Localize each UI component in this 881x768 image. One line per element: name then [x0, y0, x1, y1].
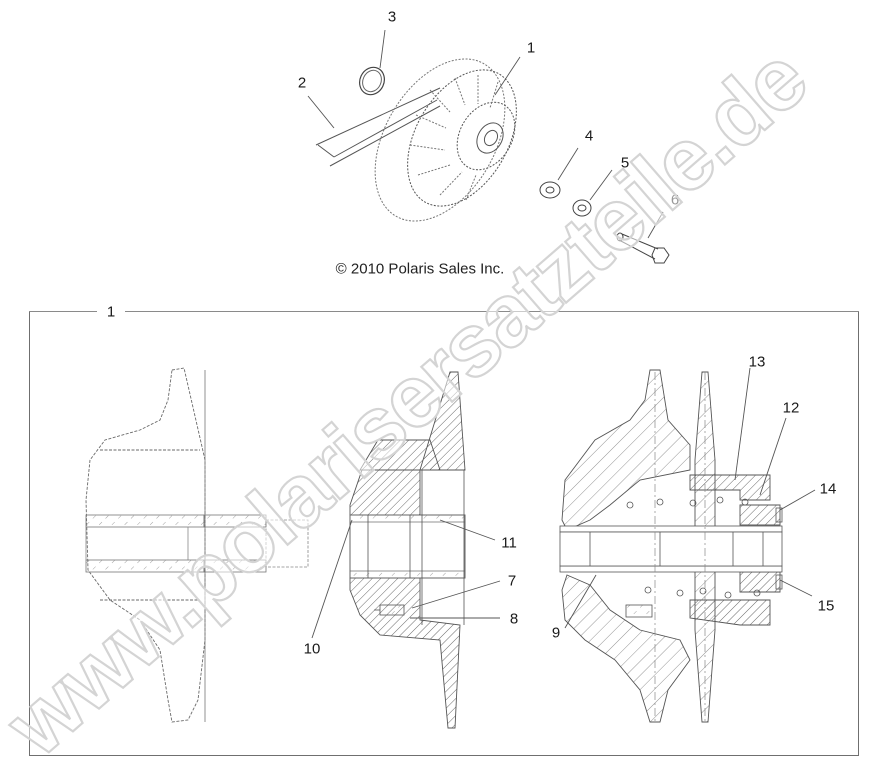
detail-leader-lines [311, 367, 816, 639]
callout-10: 10 [303, 640, 321, 658]
callout-1: 1 [526, 39, 536, 57]
callout-4: 4 [584, 127, 594, 145]
callout-12: 12 [782, 399, 800, 417]
callout-7: 7 [507, 572, 517, 590]
callout-5: 5 [620, 154, 630, 172]
section-view-right [559, 369, 783, 723]
section-view-middle [349, 371, 466, 729]
detail-frame-label: 1 [106, 303, 116, 321]
o-ring-drawing [359, 66, 385, 96]
drive-belt-drawing [315, 87, 441, 167]
callout-13: 13 [748, 353, 766, 371]
callout-11: 11 [501, 534, 517, 552]
clutch-exploded-illustration [307, 29, 670, 264]
bolt-drawing [616, 232, 670, 264]
clutch-drawing [374, 58, 517, 222]
washer-5-drawing [572, 199, 592, 217]
callout-8: 8 [509, 610, 519, 628]
callout-3: 3 [387, 8, 397, 26]
callout-2: 2 [297, 74, 307, 92]
detail-frame-top-left [29, 311, 97, 312]
exploded-leader-lines [307, 29, 664, 239]
callout-9: 9 [551, 624, 561, 642]
copyright-notice: © 2010 Polaris Sales Inc. [335, 260, 505, 278]
callout-6: 6 [670, 191, 680, 209]
detail-frame-top-right [125, 311, 859, 312]
detail-frame [29, 311, 859, 756]
callout-15: 15 [817, 597, 835, 615]
washer-4-drawing [539, 181, 561, 199]
callout-14: 14 [819, 480, 837, 498]
